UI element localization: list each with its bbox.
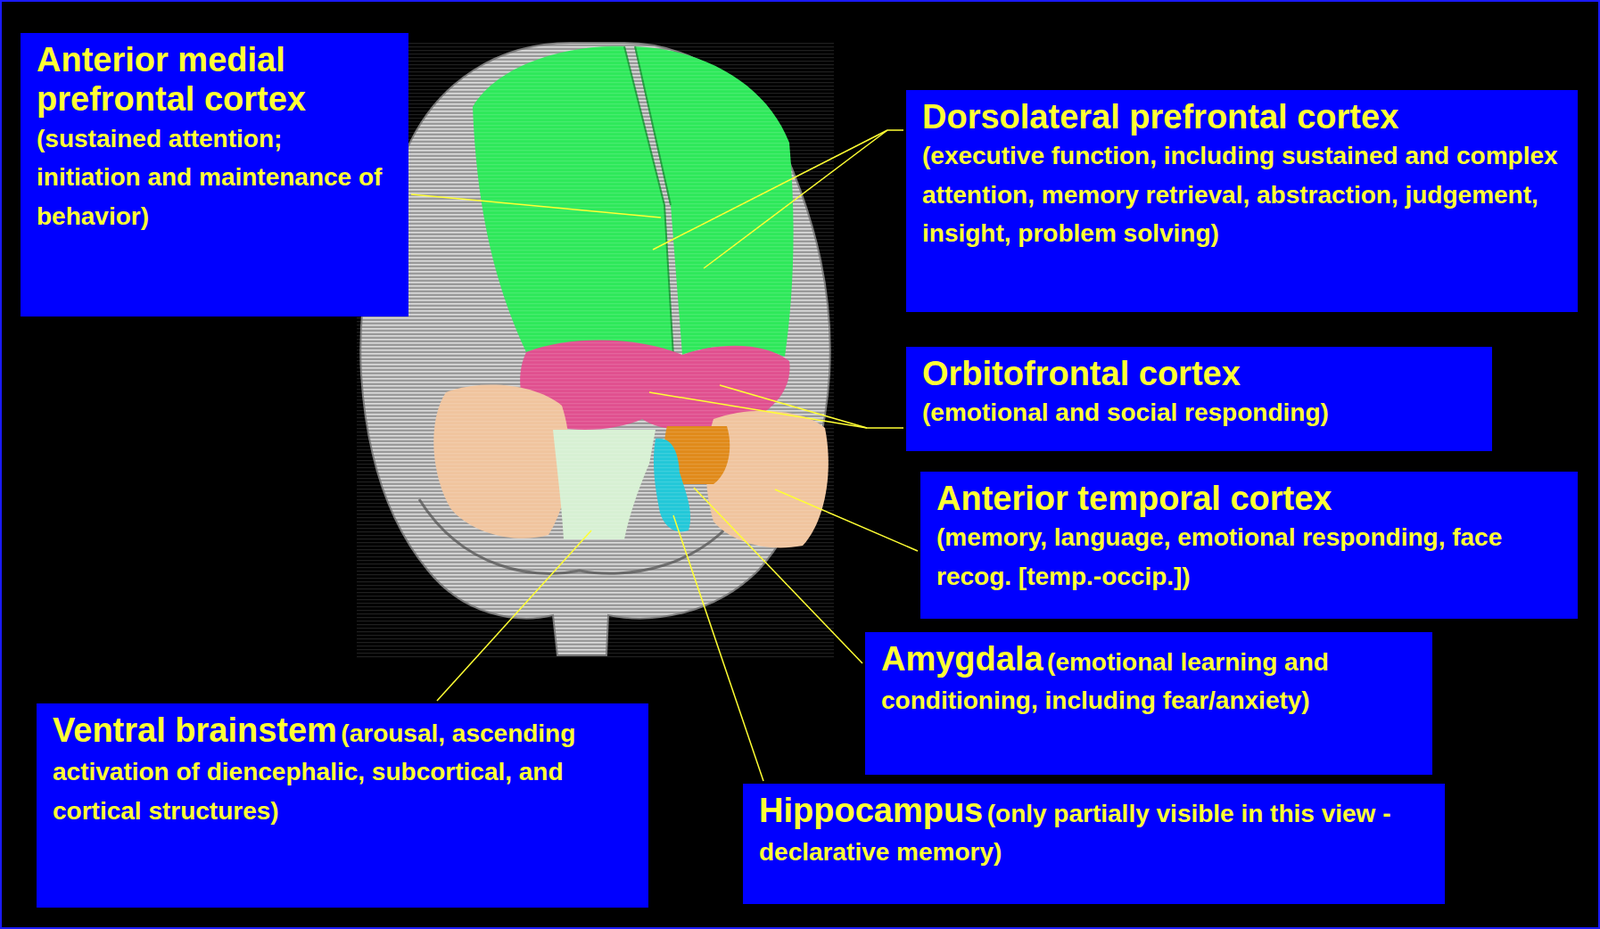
region-name: Ventral brainstem	[52, 711, 338, 750]
region-function: (emotional and social responding)	[922, 393, 1477, 432]
region-name: Amygdala	[881, 640, 1044, 678]
texture	[356, 42, 834, 659]
region-name: Hippocampus	[758, 791, 983, 830]
callout-box: Ventral brainstem (arousal, ascending ac…	[36, 703, 649, 908]
region-name: Dorsolateral prefrontal cortex	[922, 97, 1562, 137]
callout-box: Anterior temporal cortex(memory, languag…	[920, 471, 1578, 619]
region-name: Orbitofrontal cortex	[922, 354, 1477, 394]
region-function: (sustained attention; initiation and mai…	[36, 119, 393, 236]
callout-box: Orbitofrontal cortex(emotional and socia…	[906, 346, 1493, 452]
callout-box: Anterior medial prefrontal cortex(sustai…	[20, 32, 409, 317]
region-name: Anterior medial prefrontal cortex	[36, 40, 393, 120]
region-name: Anterior temporal cortex	[936, 478, 1562, 519]
region-function: (memory, language, emotional responding,…	[936, 518, 1562, 596]
callout-box: Dorsolateral prefrontal cortex(executive…	[906, 90, 1578, 313]
callout-box: Amygdala (emotional learning and conditi…	[865, 632, 1433, 776]
region-function: (executive function, including sustained…	[922, 136, 1562, 253]
callout-box: Hippocampus (only partially visible in t…	[742, 783, 1445, 905]
leader-lines	[411, 130, 918, 782]
